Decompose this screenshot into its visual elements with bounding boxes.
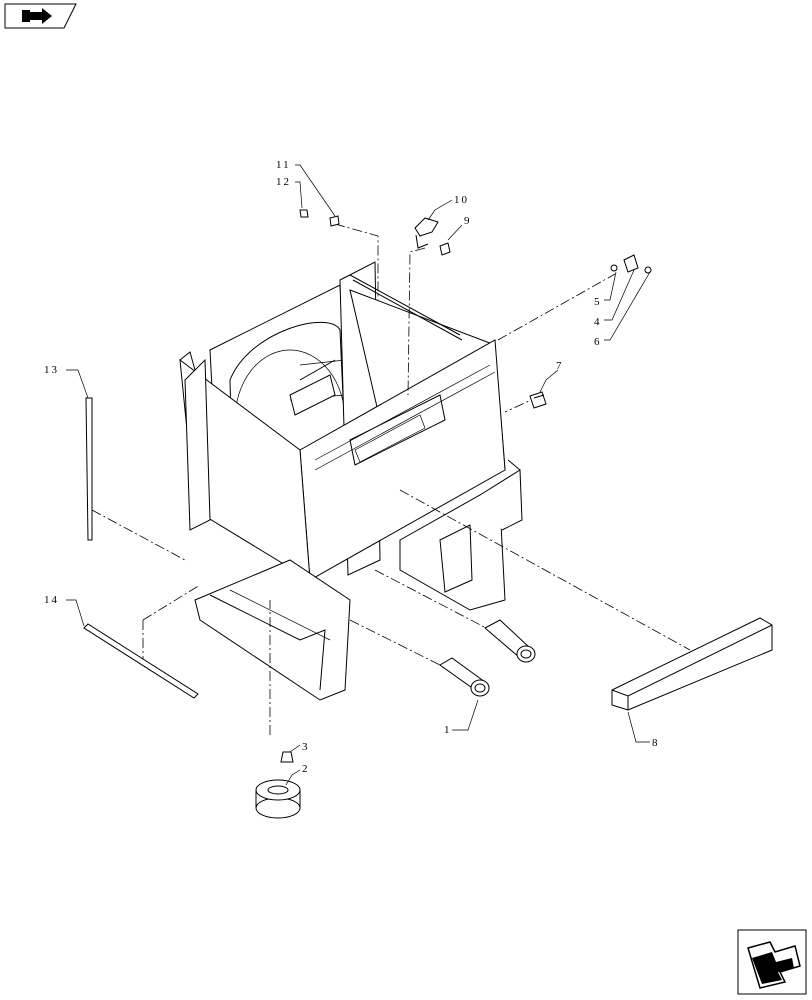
back-arrow-icon[interactable]	[4, 3, 77, 29]
part-3-nut[interactable]	[280, 751, 294, 763]
callout-1: 1	[444, 724, 452, 736]
callout-14: 14	[44, 594, 59, 606]
callout-7: 7	[556, 360, 564, 372]
callout-11: 11	[276, 159, 291, 171]
callout-2: 2	[302, 763, 310, 775]
callout-8: 8	[652, 737, 660, 749]
part-1-sleeve[interactable]	[439, 619, 536, 697]
part-14-seal-strip[interactable]	[83, 623, 199, 699]
part-9-10-bracket[interactable]	[414, 217, 451, 256]
callout-13: 13	[44, 364, 59, 376]
callout-9: 9	[464, 215, 472, 227]
part-11-12-nuts[interactable]	[299, 209, 340, 227]
part-4-5-6-fittings[interactable]	[610, 254, 652, 274]
part-2-round-pad[interactable]	[255, 779, 301, 819]
callout-10: 10	[454, 194, 469, 206]
next-arrow-icon[interactable]	[737, 929, 807, 995]
callout-5: 5	[594, 296, 602, 308]
callout-leaders	[66, 164, 651, 786]
part-7-plug[interactable]	[529, 391, 547, 409]
callout-6: 6	[594, 336, 602, 348]
part-8-foam-block[interactable]	[611, 617, 773, 711]
callout-12: 12	[276, 176, 291, 188]
callout-labels: 1 2 3 4 5 6 7 8 9 10 11 12 13 14	[44, 159, 660, 775]
radiator-frame-assembly	[179, 261, 523, 701]
callout-3: 3	[302, 741, 310, 753]
part-13-seal-strip[interactable]	[85, 397, 93, 541]
callout-4: 4	[594, 316, 602, 328]
